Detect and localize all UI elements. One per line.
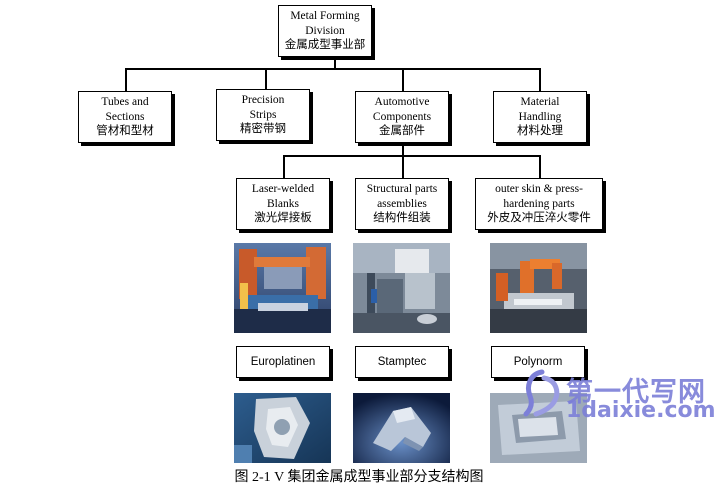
component-cn: 外皮及冲压淬火零件 (487, 211, 591, 226)
division-cn: 精密带钢 (240, 122, 286, 137)
component-structural: Structural parts assemblies 结构件组装 (355, 178, 449, 230)
division-strips: Precision Strips 精密带钢 (216, 89, 310, 141)
connector-component-bus (283, 155, 540, 157)
connector-tubes (125, 68, 127, 92)
component-title: outer skin & press-hardening parts (484, 182, 594, 211)
division-title: Material Handling (510, 95, 570, 124)
component-title: Laser-welded Blanks (241, 182, 325, 211)
brand-europlatinen: Europlatinen (236, 346, 330, 378)
laser-welding-line-photo (234, 243, 331, 333)
component-title: Structural parts assemblies (357, 182, 447, 211)
division-title: Tubes and Sections (92, 95, 158, 124)
press-hardening-robot-photo (490, 243, 587, 333)
brand-label: Stamptec (378, 355, 427, 370)
connector-division-bus (125, 68, 539, 70)
division-title: Precision Strips (233, 93, 293, 122)
figure-caption: 图 2-1 V 集团金属成型事业部分支结构图 (0, 468, 718, 488)
connector-automotive (402, 68, 404, 92)
root-title: Metal Forming Division (290, 9, 360, 38)
welded-blank-part-photo (234, 393, 331, 463)
watermark-url: 1daixie.com (566, 398, 716, 423)
component-outer: outer skin & press-hardening parts 外皮及冲压… (475, 178, 603, 230)
root-node: Metal Forming Division 金属成型事业部 (278, 5, 372, 57)
division-cn: 管材和型材 (96, 124, 154, 139)
connector-structural (402, 155, 404, 179)
watermark-logo-icon (522, 368, 566, 418)
root-cn: 金属成型事业部 (285, 38, 366, 53)
component-laser: Laser-welded Blanks 激光焊接板 (236, 178, 330, 230)
assembly-line-photo (353, 243, 450, 333)
division-title: Automotive Components (362, 95, 442, 124)
division-tubes: Tubes and Sections 管材和型材 (78, 91, 172, 143)
component-cn: 结构件组装 (373, 211, 431, 226)
connector-strips (265, 68, 267, 90)
connector-outer (539, 155, 541, 179)
brand-label: Europlatinen (251, 355, 316, 370)
division-cn: 金属部件 (379, 124, 425, 139)
component-cn: 激光焊接板 (254, 211, 312, 226)
connector-material (539, 68, 541, 92)
division-cn: 材料处理 (517, 124, 563, 139)
connector-laser (283, 155, 285, 179)
division-material: Material Handling 材料处理 (493, 91, 587, 143)
connector-root-down (334, 55, 336, 69)
stamped-structural-part-photo (353, 393, 450, 463)
brand-stamptec: Stamptec (355, 346, 449, 378)
division-automotive: Automotive Components 金属部件 (355, 91, 449, 143)
